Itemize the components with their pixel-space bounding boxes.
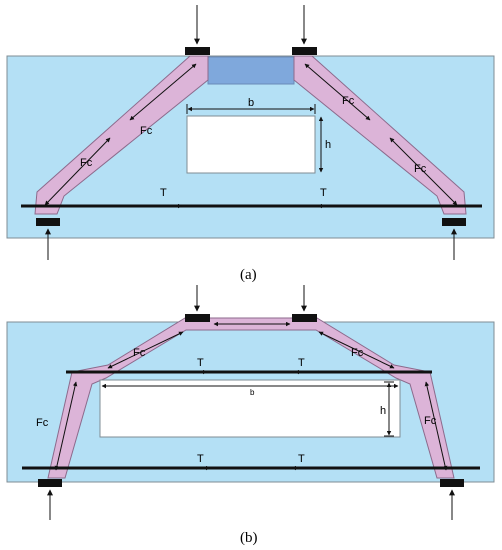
opening-width-label-b: b bbox=[250, 388, 255, 397]
strut-arrow-b-ru bbox=[318, 331, 395, 369]
caption-a: (a) bbox=[240, 267, 257, 283]
tie-label-a-l: T bbox=[160, 187, 167, 199]
load-plate-a-l bbox=[185, 47, 210, 55]
support-plate-a-l bbox=[36, 218, 60, 226]
strut-arrow-a-1 bbox=[129, 63, 197, 121]
top-tie-label-b-l: T bbox=[197, 357, 204, 369]
caption-b: (b) bbox=[240, 530, 258, 546]
strut-arrow-b-lu bbox=[107, 331, 184, 369]
tie-label-a-r: T bbox=[320, 187, 327, 199]
strut-label-a-lu: Fc bbox=[140, 125, 153, 137]
figure-b: T T b h Fc Fc Fc Fc T T bbox=[6, 285, 495, 546]
load-plate-a-r bbox=[292, 47, 317, 55]
opening-height-label-b: h bbox=[380, 405, 386, 417]
load-plate-b-r bbox=[292, 314, 317, 322]
strut-label-a-ru: Fc bbox=[342, 95, 355, 107]
strut-arrow-a-4 bbox=[389, 137, 458, 206]
strut-label-b-lu: Fc bbox=[133, 347, 146, 359]
strut-label-b-ru: Fc bbox=[351, 347, 364, 359]
load-plate-b-l bbox=[185, 314, 210, 322]
strut-label-a-rl: Fc bbox=[414, 163, 427, 175]
strut-arrow-a-3 bbox=[304, 63, 371, 121]
support-plate-b-r bbox=[440, 479, 464, 487]
strut-label-a-ll: Fc bbox=[80, 157, 93, 169]
top-node-a bbox=[207, 56, 295, 85]
support-plate-b-l bbox=[38, 479, 62, 487]
opening-width-label-a: b bbox=[248, 97, 254, 109]
opening-height-label-a: h bbox=[325, 139, 331, 151]
opening-b bbox=[99, 379, 401, 438]
bottom-tie-label-b-r: T bbox=[298, 453, 305, 465]
support-plate-a-r bbox=[442, 218, 466, 226]
strut-arrow-b-rl bbox=[424, 381, 448, 471]
top-tie-label-b-r: T bbox=[298, 357, 305, 369]
opening-a bbox=[186, 115, 316, 174]
strut-label-b-ll: Fc bbox=[36, 417, 49, 429]
strut-arrow-a-2 bbox=[44, 137, 111, 206]
strut-label-b-rl: Fc bbox=[424, 415, 437, 427]
strut-arrow-b-ll bbox=[54, 381, 78, 471]
figure-a: Fc Fc Fc Fc b h T T (a) bbox=[6, 5, 495, 283]
bottom-tie-label-b-l: T bbox=[197, 453, 204, 465]
